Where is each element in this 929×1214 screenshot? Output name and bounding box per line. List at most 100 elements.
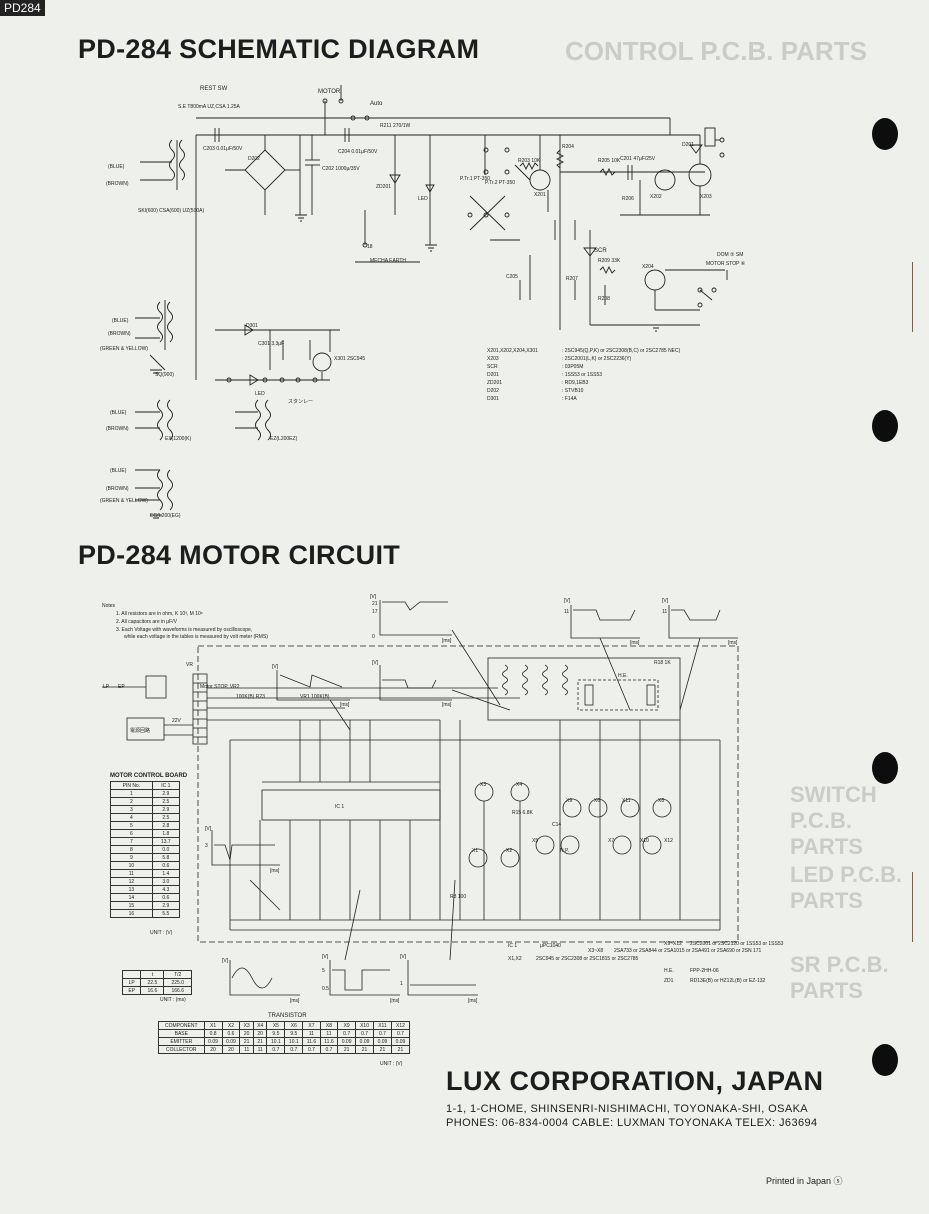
table-cell: 0.09 xyxy=(203,1037,223,1046)
parts-list-ref: D301 xyxy=(487,396,499,402)
table-cell: 0.7 xyxy=(284,1045,304,1054)
table-cell: 0.7 xyxy=(337,1029,357,1038)
wave-value: 1 xyxy=(400,981,403,987)
table-cell: 0.09 xyxy=(373,1037,392,1046)
table-cell: 1 xyxy=(110,789,153,798)
motor-circuit-title: PD-284 MOTOR CIRCUIT xyxy=(78,540,401,570)
ez-label: EZ(L200EZ) xyxy=(270,436,298,442)
x201-label: X201 xyxy=(534,192,546,198)
fuse-label: S.E T800mA UZ,CSA 1.25A xyxy=(178,104,241,110)
wave-v-unit: [V] xyxy=(272,664,279,670)
r8-label: R8 100 xyxy=(450,894,466,900)
motor-notes: Notes 1. All resistors are in ohm, K 10³… xyxy=(102,603,268,640)
table-cell: 20 xyxy=(252,1029,268,1038)
wire-brown-label: (BROWN) xyxy=(106,426,129,432)
motor-part-value: 2SC945 or 2SC2308 or 2SC1815 or 2SC2785 xyxy=(536,956,639,962)
ghost-text: CONTROL P.C.B. PARTS xyxy=(565,36,867,66)
ghost-text: SR P.C.B. PARTS xyxy=(790,952,889,1003)
table-cell: 11 xyxy=(319,1029,339,1038)
parts-list-ref: D201 xyxy=(487,372,499,378)
x204-label: X204 xyxy=(642,264,654,270)
wave-ms-unit: [ms] xyxy=(390,998,400,1004)
table-cell: 6 xyxy=(110,829,153,838)
parts-list-ref: X201,X202,X204,X301 xyxy=(487,348,538,354)
staple-mark xyxy=(912,262,917,332)
x3-label: X3 xyxy=(480,782,486,788)
table-cell: 20 xyxy=(221,1045,241,1054)
table-cell: 0.0 xyxy=(151,845,181,854)
wave-value: 11 xyxy=(662,609,667,615)
wave-ms-unit: [ms] xyxy=(270,868,280,874)
transistor-unit: UNIT : (V) xyxy=(380,1061,403,1067)
wave-ms-unit: [ms] xyxy=(468,998,478,1004)
table-cell: 11 xyxy=(239,1045,254,1054)
binder-hole xyxy=(872,118,898,150)
led-label: LED xyxy=(418,196,428,202)
wave-v-unit: [V] xyxy=(205,826,212,832)
table-cell: 2.5 xyxy=(151,813,181,822)
r206-label: R206 xyxy=(622,196,634,202)
sheet-tag: PD284 xyxy=(0,0,45,16)
motor-stop-label: MOTOR STOP ⑥ xyxy=(706,261,746,267)
wave-value: 17 xyxy=(372,609,378,615)
table-cell: 21 xyxy=(390,1045,411,1054)
table-cell: 11 xyxy=(302,1029,321,1038)
dom-sm-label: DOM ⑤ SM xyxy=(717,252,743,258)
schematic-parts-list: X201,X202,X204,X301 : 2SC945(Q,P,K) or 2… xyxy=(487,348,681,402)
wave-value: 3 xyxy=(205,843,208,849)
board-unit: UNIT : (V) xyxy=(150,930,173,936)
table-cell: 11 xyxy=(110,869,153,878)
table-cell: 12 xyxy=(110,877,153,886)
x11-label: X11 xyxy=(622,798,631,804)
table-cell: 8 xyxy=(110,845,153,854)
d201-label: D201 xyxy=(682,142,694,148)
table-cell: 225.0 xyxy=(163,978,192,987)
table-cell: 10.1 xyxy=(284,1037,304,1046)
table-header: X7 xyxy=(302,1021,321,1030)
c201-label: C201 47μF/25V xyxy=(620,156,656,162)
table-cell: 21 xyxy=(373,1045,392,1054)
table-header: X4 xyxy=(252,1021,268,1030)
table-cell: 2.9 xyxy=(151,789,181,798)
wave-v-unit: [V] xyxy=(400,954,407,960)
motor-part-value: μPC1040 xyxy=(540,943,561,949)
table-row: BASE 0.8 0.6 20 20 9.5 9.5 11 11 0.7 0.7… xyxy=(158,1029,411,1038)
table-cell: 0.09 xyxy=(390,1037,411,1046)
wave-value: 5 xyxy=(322,968,325,974)
wave-value: 0 xyxy=(372,634,375,640)
binder-hole xyxy=(872,752,898,784)
r208-label: R208 xyxy=(598,296,610,302)
c301-label: C301 3.3μF xyxy=(258,341,284,347)
ic1-label: IC 1 xyxy=(335,804,344,810)
standby-label: スタンレー xyxy=(288,398,313,405)
table-header: X2 xyxy=(221,1021,241,1030)
x5-label: X5 xyxy=(532,838,538,844)
led-string-label: LED xyxy=(255,391,265,397)
table-cell: 3.0 xyxy=(151,877,181,886)
table-header: X12 xyxy=(390,1021,411,1030)
table-cell: 13.7 xyxy=(151,837,181,846)
wave-value: 21 xyxy=(372,601,378,607)
vr1-label: VR1 100K(B) xyxy=(300,694,330,700)
r23-label: 100K(B) R23 xyxy=(236,694,265,700)
table-cell: 21 xyxy=(355,1045,374,1054)
c203-label: C203 0.01μF/50V xyxy=(203,146,243,152)
c14-label: C14 xyxy=(552,822,561,828)
wire-brown-label: (BROWN) xyxy=(106,181,129,187)
parts-list-value: : 1SS53 or 1SS53 xyxy=(562,372,602,378)
r203-label: R203 10K xyxy=(518,158,541,164)
table-cell: 14 xyxy=(110,893,153,902)
motor-stop-vr2-label: Motor STOP, VR2 xyxy=(200,684,240,690)
